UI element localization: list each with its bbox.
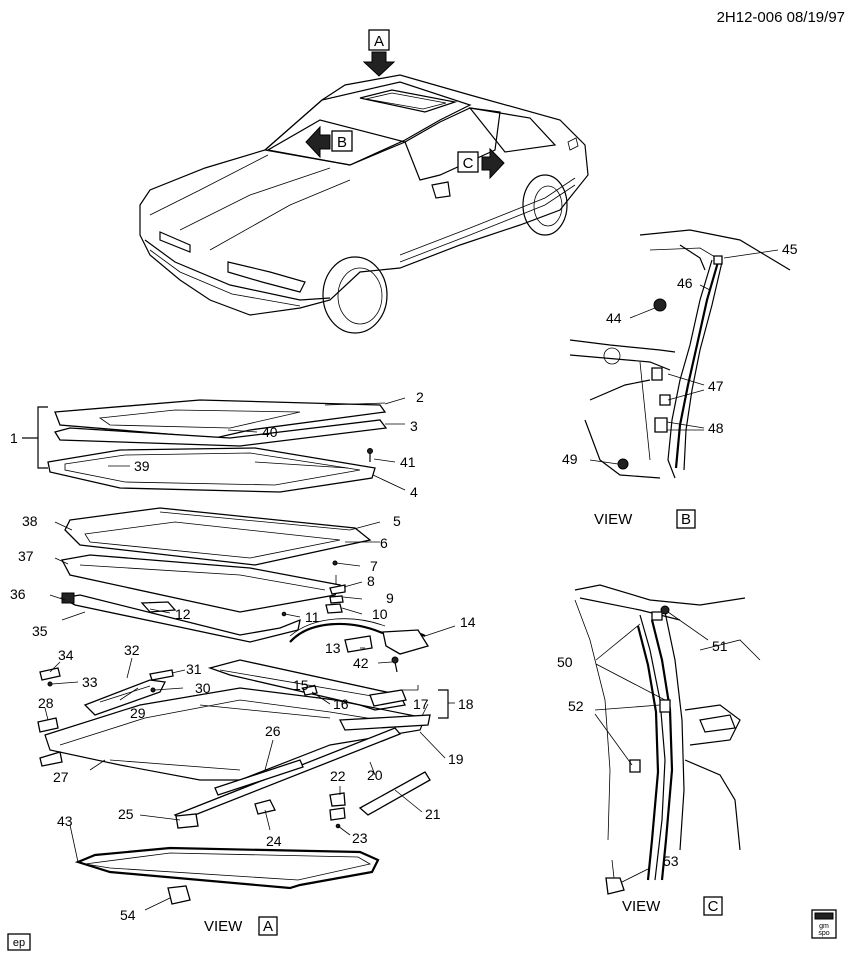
callout-22: 22 xyxy=(330,768,346,784)
callout-2: 2 xyxy=(416,389,424,405)
callout-16: 16 xyxy=(333,696,349,712)
view-a-sunroof-assembly xyxy=(22,399,431,905)
callout-10: 10 xyxy=(372,606,388,622)
callout-36: 36 xyxy=(10,586,26,602)
view-a-callout-numbers: 1 2 3 40 39 41 4 38 5 6 37 7 8 9 10 36 1… xyxy=(10,389,476,923)
svg-text:gm: gm xyxy=(819,923,829,930)
svg-text:VIEW: VIEW xyxy=(622,898,661,915)
view-c-label: VIEW C xyxy=(622,896,723,916)
callout-7: 7 xyxy=(370,558,378,574)
callout-53: 53 xyxy=(663,853,679,869)
car-illustration xyxy=(139,74,589,334)
callout-40: 40 xyxy=(262,424,278,440)
callout-29: 29 xyxy=(130,705,146,721)
callout-31: 31 xyxy=(186,661,202,677)
callout-8: 8 xyxy=(367,573,375,589)
callout-13: 13 xyxy=(325,640,341,656)
callout-25: 25 xyxy=(118,806,134,822)
view-a-callouts xyxy=(44,397,456,911)
callout-19: 19 xyxy=(448,751,464,767)
callout-43: 43 xyxy=(57,813,73,829)
callout-34: 34 xyxy=(58,647,74,663)
callout-15: 15 xyxy=(293,677,309,693)
callout-37: 37 xyxy=(18,548,34,564)
callout-44: 44 xyxy=(606,310,622,326)
callout-39: 39 xyxy=(134,458,150,474)
callout-3: 3 xyxy=(410,418,418,434)
view-c-pillar-detail xyxy=(574,584,761,895)
callout-5: 5 xyxy=(393,513,401,529)
callout-46: 46 xyxy=(677,275,693,291)
view-a-arrow: A xyxy=(362,29,396,77)
callout-42: 42 xyxy=(353,655,369,671)
svg-text:ep: ep xyxy=(13,937,25,949)
view-c-callouts: 51 50 52 53 xyxy=(557,611,728,883)
view-c-arrow: C xyxy=(457,147,505,180)
callout-45: 45 xyxy=(782,241,798,257)
view-b-arrow: B xyxy=(305,125,353,159)
svg-text:A: A xyxy=(374,33,384,50)
callout-48: 48 xyxy=(708,420,724,436)
view-a-label: VIEW A xyxy=(204,916,278,936)
callout-52: 52 xyxy=(568,698,584,714)
callout-38: 38 xyxy=(22,513,38,529)
callout-12: 12 xyxy=(175,606,191,622)
callout-49: 49 xyxy=(562,451,578,467)
callout-14: 14 xyxy=(460,614,476,630)
callout-11: 11 xyxy=(305,609,320,625)
diagram-code-date: 2H12-006 08/19/97 xyxy=(717,9,845,26)
svg-text:B: B xyxy=(337,134,347,151)
callout-28: 28 xyxy=(38,695,54,711)
view-b-callouts: 45 46 44 47 48 49 xyxy=(562,241,798,467)
svg-text:C: C xyxy=(463,155,474,172)
callout-50: 50 xyxy=(557,654,573,670)
svg-text:VIEW: VIEW xyxy=(594,511,633,528)
callout-35: 35 xyxy=(32,623,48,639)
callout-4: 4 xyxy=(410,484,418,500)
callout-9: 9 xyxy=(386,590,394,606)
callout-47: 47 xyxy=(708,378,724,394)
callout-51: 51 xyxy=(712,638,728,654)
callout-6: 6 xyxy=(380,535,388,551)
callout-17: 17 xyxy=(413,696,429,712)
callout-20: 20 xyxy=(367,767,383,783)
callout-23: 23 xyxy=(352,830,368,846)
ep-tag: ep xyxy=(7,933,31,951)
view-b-label: VIEW B xyxy=(594,509,696,529)
callout-30: 30 xyxy=(195,680,211,696)
view-b-pillar-detail xyxy=(569,229,791,479)
callout-26: 26 xyxy=(265,723,281,739)
callout-18: 18 xyxy=(458,696,474,712)
callout-24: 24 xyxy=(266,833,282,849)
svg-text:B: B xyxy=(681,511,691,528)
callout-21: 21 xyxy=(425,806,441,822)
callout-32: 32 xyxy=(124,642,140,658)
callout-1: 1 xyxy=(10,430,18,446)
svg-text:spo: spo xyxy=(818,930,829,937)
svg-text:C: C xyxy=(708,898,719,915)
callout-54: 54 xyxy=(120,907,136,923)
callout-41: 41 xyxy=(400,454,416,470)
callout-33: 33 xyxy=(82,674,98,690)
svg-text:A: A xyxy=(263,918,273,935)
svg-text:VIEW: VIEW xyxy=(204,918,243,935)
callout-27: 27 xyxy=(53,769,69,785)
gm-spo-logo: gm spo xyxy=(811,909,837,939)
